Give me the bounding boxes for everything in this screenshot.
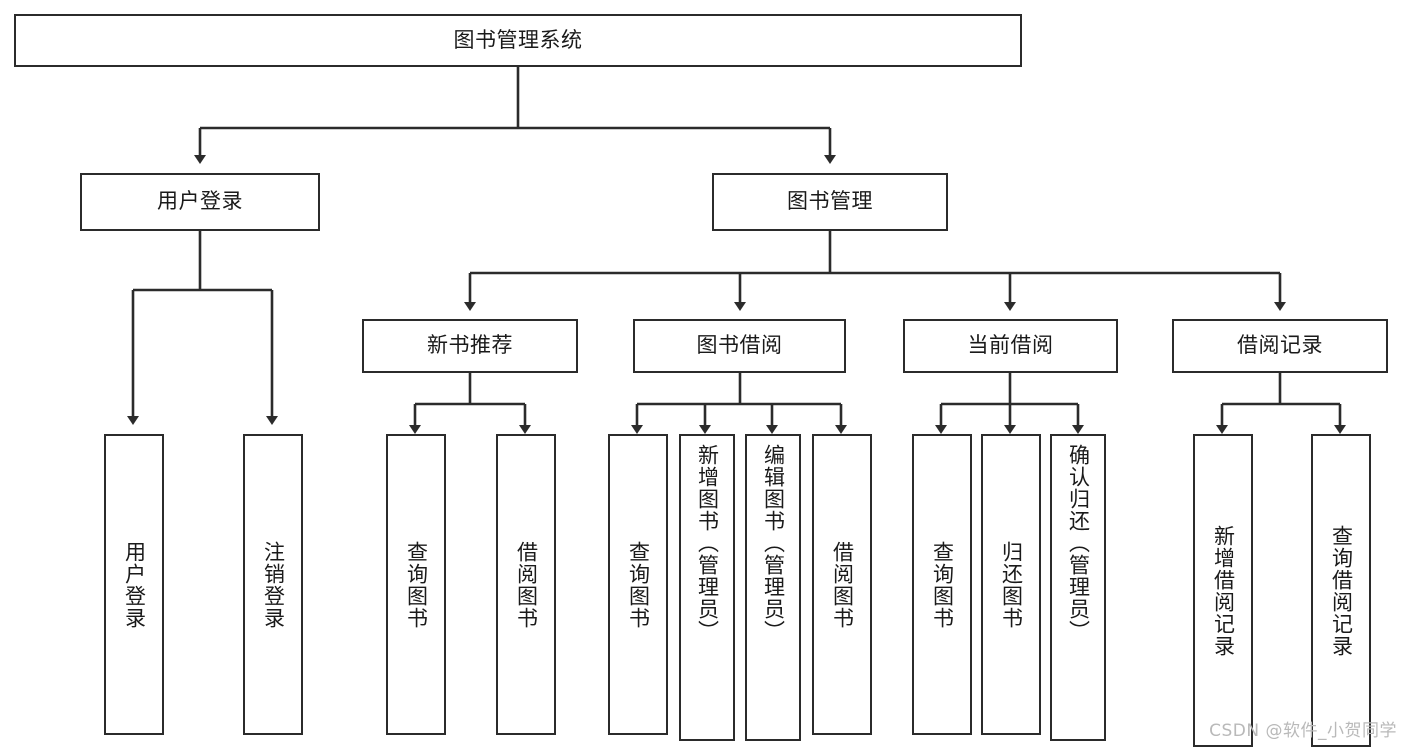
leaf-query-book-current[interactable]: 查询图书 [912, 434, 972, 735]
leaf-borrow-book[interactable]: 借阅图书 [812, 434, 872, 735]
node-book-borrow[interactable]: 图书借阅 [633, 319, 846, 373]
node-label: 用户登录 [157, 189, 243, 214]
node-new-book-recommend[interactable]: 新书推荐 [362, 319, 578, 373]
leaf-query-borrow-record[interactable]: 查询借阅记录 [1311, 434, 1371, 747]
node-label: 图书借阅 [696, 333, 783, 358]
node-label: 新增图书（管理员） [695, 444, 720, 642]
leaf-add-borrow-record[interactable]: 新增借阅记录 [1193, 434, 1253, 747]
node-label: 用户登录 [122, 540, 147, 629]
node-label: 注销登录 [261, 540, 286, 629]
leaf-add-book-admin[interactable]: 新增图书（管理员） [679, 434, 735, 741]
node-label: 编辑图书（管理员） [761, 444, 786, 642]
node-label: 归还图书 [999, 540, 1024, 629]
node-root-system[interactable]: 图书管理系统 [14, 14, 1022, 67]
node-label: 新增借阅记录 [1211, 524, 1236, 657]
node-label: 图书管理 [787, 189, 873, 214]
leaf-borrow-book-recommend[interactable]: 借阅图书 [496, 434, 556, 735]
node-user-login[interactable]: 用户登录 [80, 173, 320, 231]
node-label: 借阅图书 [514, 540, 539, 629]
node-borrow-record[interactable]: 借阅记录 [1172, 319, 1388, 373]
node-current-borrow[interactable]: 当前借阅 [903, 319, 1118, 373]
node-book-management[interactable]: 图书管理 [712, 173, 948, 231]
node-label: 查询借阅记录 [1329, 524, 1354, 657]
leaf-return-book[interactable]: 归还图书 [981, 434, 1041, 735]
node-label: 新书推荐 [427, 333, 513, 358]
leaf-edit-book-admin[interactable]: 编辑图书（管理员） [745, 434, 801, 741]
node-label: 确认归还（管理员） [1066, 444, 1091, 642]
node-label: 借阅图书 [830, 540, 855, 629]
csdn-watermark: CSDN @软件_小贺同学 [1209, 721, 1397, 741]
leaf-query-book-recommend[interactable]: 查询图书 [386, 434, 446, 735]
node-label: 图书管理系统 [453, 27, 583, 52]
leaf-logout[interactable]: 注销登录 [243, 434, 303, 735]
node-label: 当前借阅 [967, 333, 1054, 358]
node-label: 查询图书 [404, 540, 429, 629]
leaf-query-book-borrow[interactable]: 查询图书 [608, 434, 668, 735]
node-label: 查询图书 [626, 540, 651, 629]
leaf-confirm-return-admin[interactable]: 确认归还（管理员） [1050, 434, 1106, 741]
node-label: 查询图书 [930, 540, 955, 629]
node-label: 借阅记录 [1237, 333, 1323, 358]
leaf-user-login[interactable]: 用户登录 [104, 434, 164, 735]
